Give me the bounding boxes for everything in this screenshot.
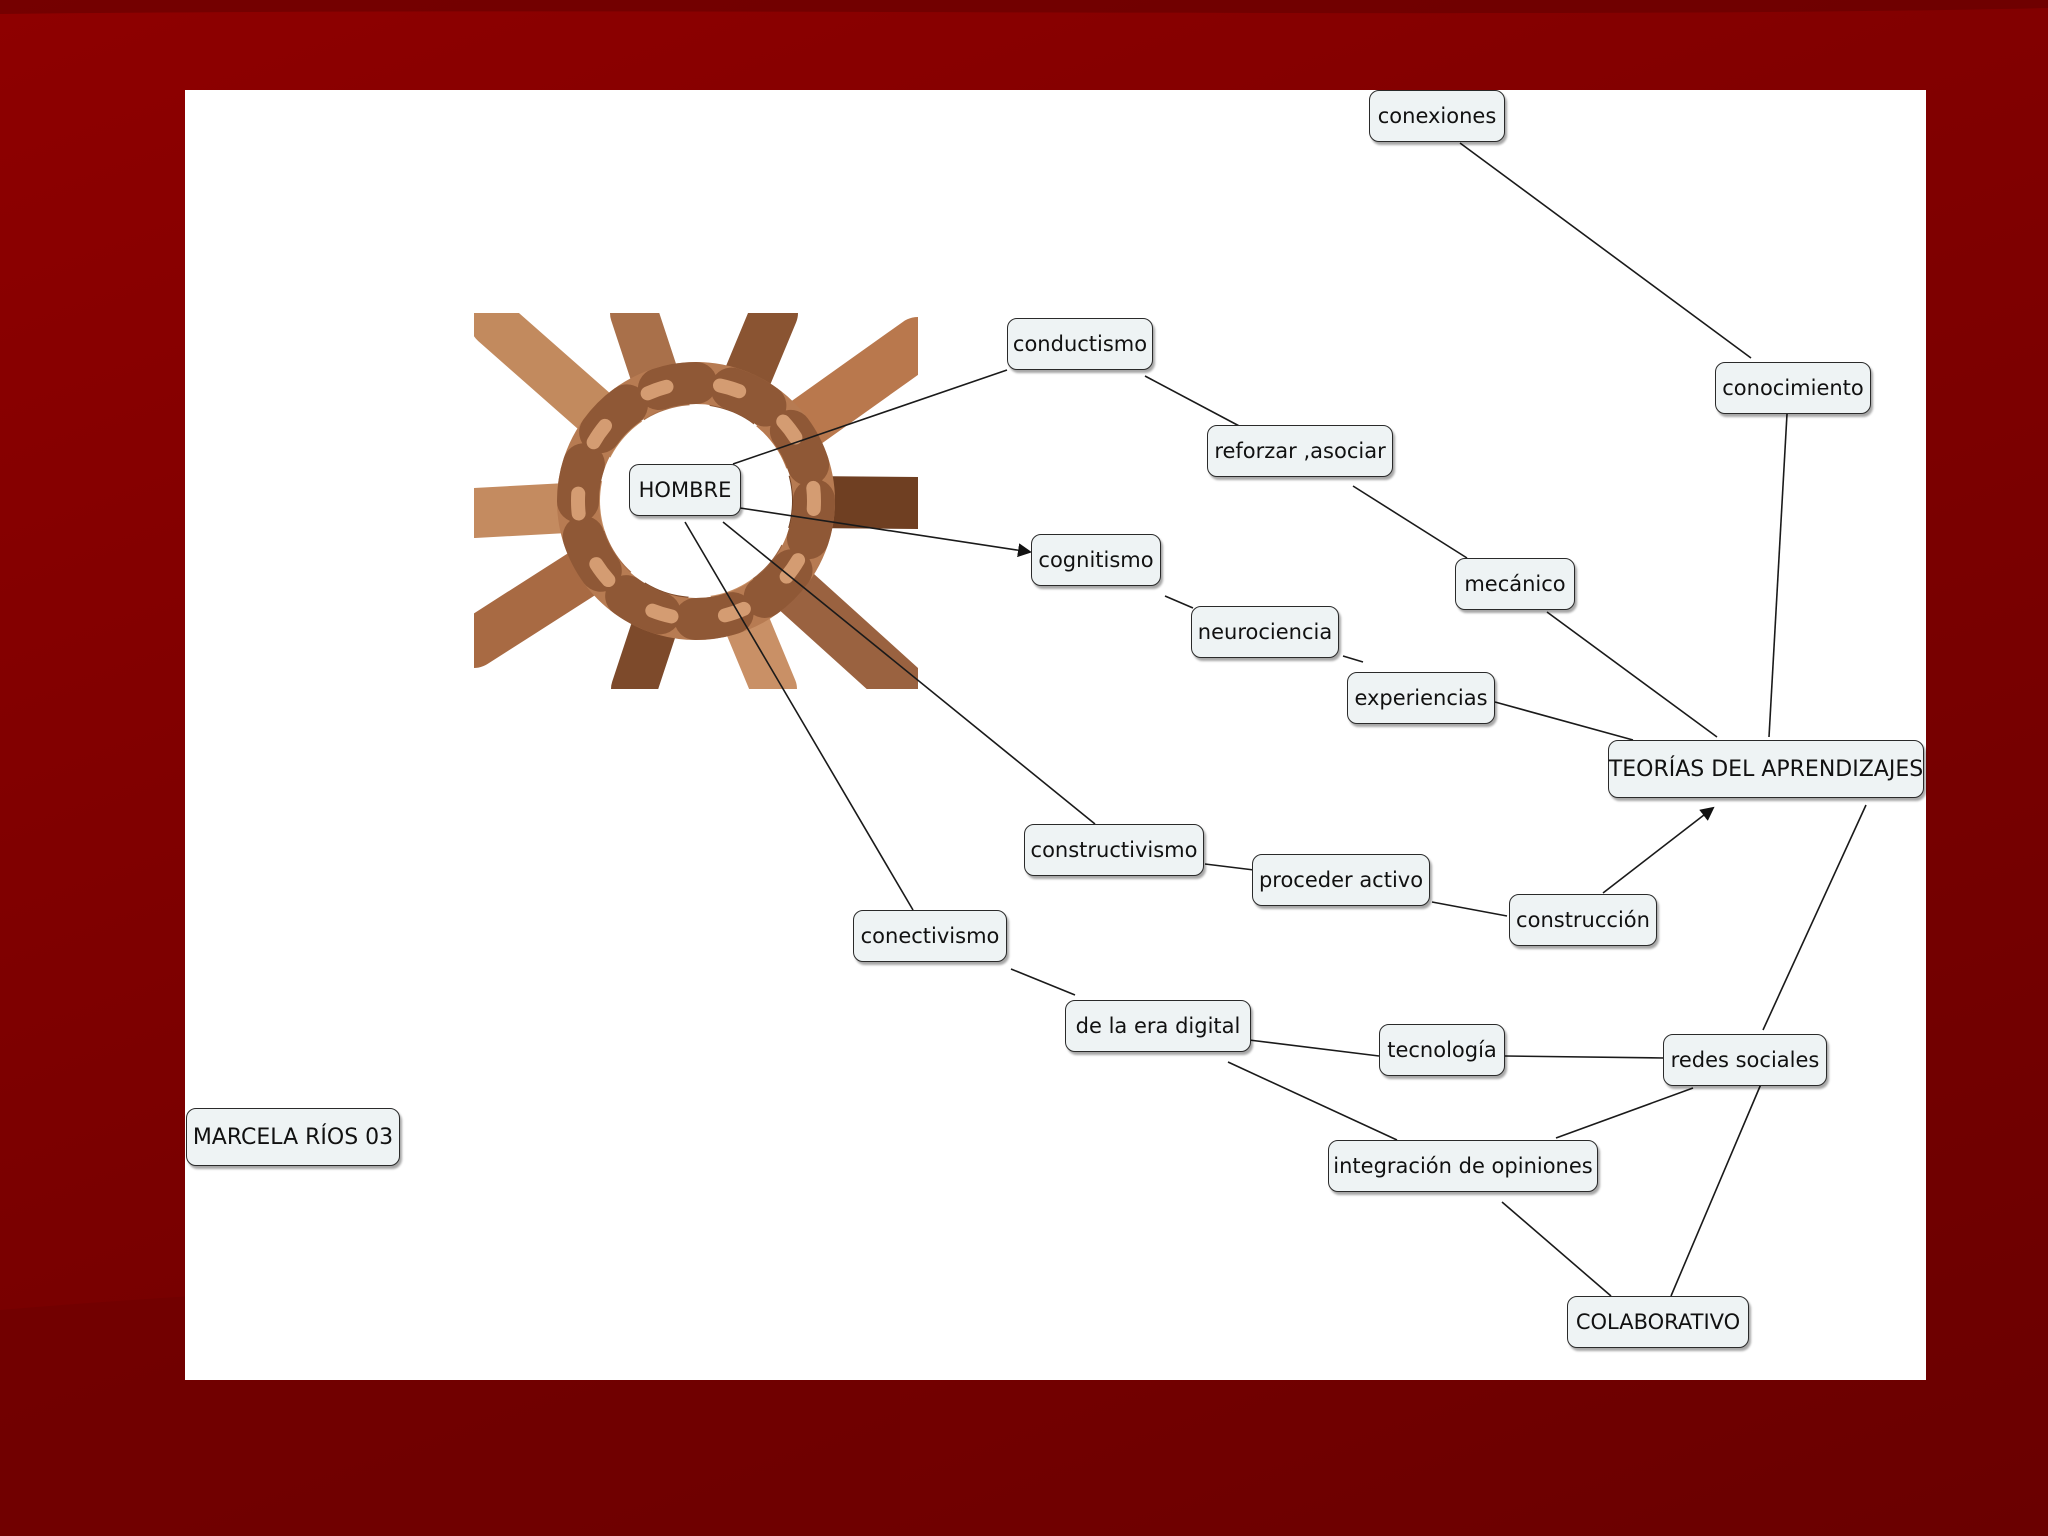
node-integracion-opiniones: integración de opiniones (1328, 1140, 1598, 1192)
concept-map-canvas: HOMBRE conductismo reforzar ,asociar mec… (185, 90, 1926, 1380)
node-mecanico: mecánico (1455, 558, 1575, 610)
concept-links (684, 142, 1867, 1297)
node-era-digital: de la era digital (1065, 1000, 1251, 1052)
node-construccion: construcción (1509, 894, 1657, 946)
node-experiencias: experiencias (1347, 672, 1495, 724)
node-neurociencia: neurociencia (1191, 606, 1339, 658)
node-proceder-activo: proceder activo (1252, 854, 1430, 906)
node-constructivismo: constructivismo (1024, 824, 1204, 876)
node-tecnologia: tecnología (1379, 1024, 1505, 1076)
node-conductismo: conductismo (1007, 318, 1153, 370)
node-reforzar-asociar: reforzar ,asociar (1207, 425, 1393, 477)
node-cognitismo: cognitismo (1031, 534, 1161, 586)
node-redes-sociales: redes sociales (1663, 1034, 1827, 1086)
author-label: MARCELA RÍOS 03 (186, 1108, 400, 1166)
node-conocimiento: conocimiento (1715, 362, 1871, 414)
node-teorias-aprendizajes: TEORÍAS DEL APRENDIZAJES (1608, 740, 1924, 798)
node-conexiones: conexiones (1369, 90, 1505, 142)
node-conectivismo: conectivismo (853, 910, 1007, 962)
node-colaborativo: COLABORATIVO (1567, 1296, 1749, 1348)
node-hombre: HOMBRE (629, 464, 741, 516)
